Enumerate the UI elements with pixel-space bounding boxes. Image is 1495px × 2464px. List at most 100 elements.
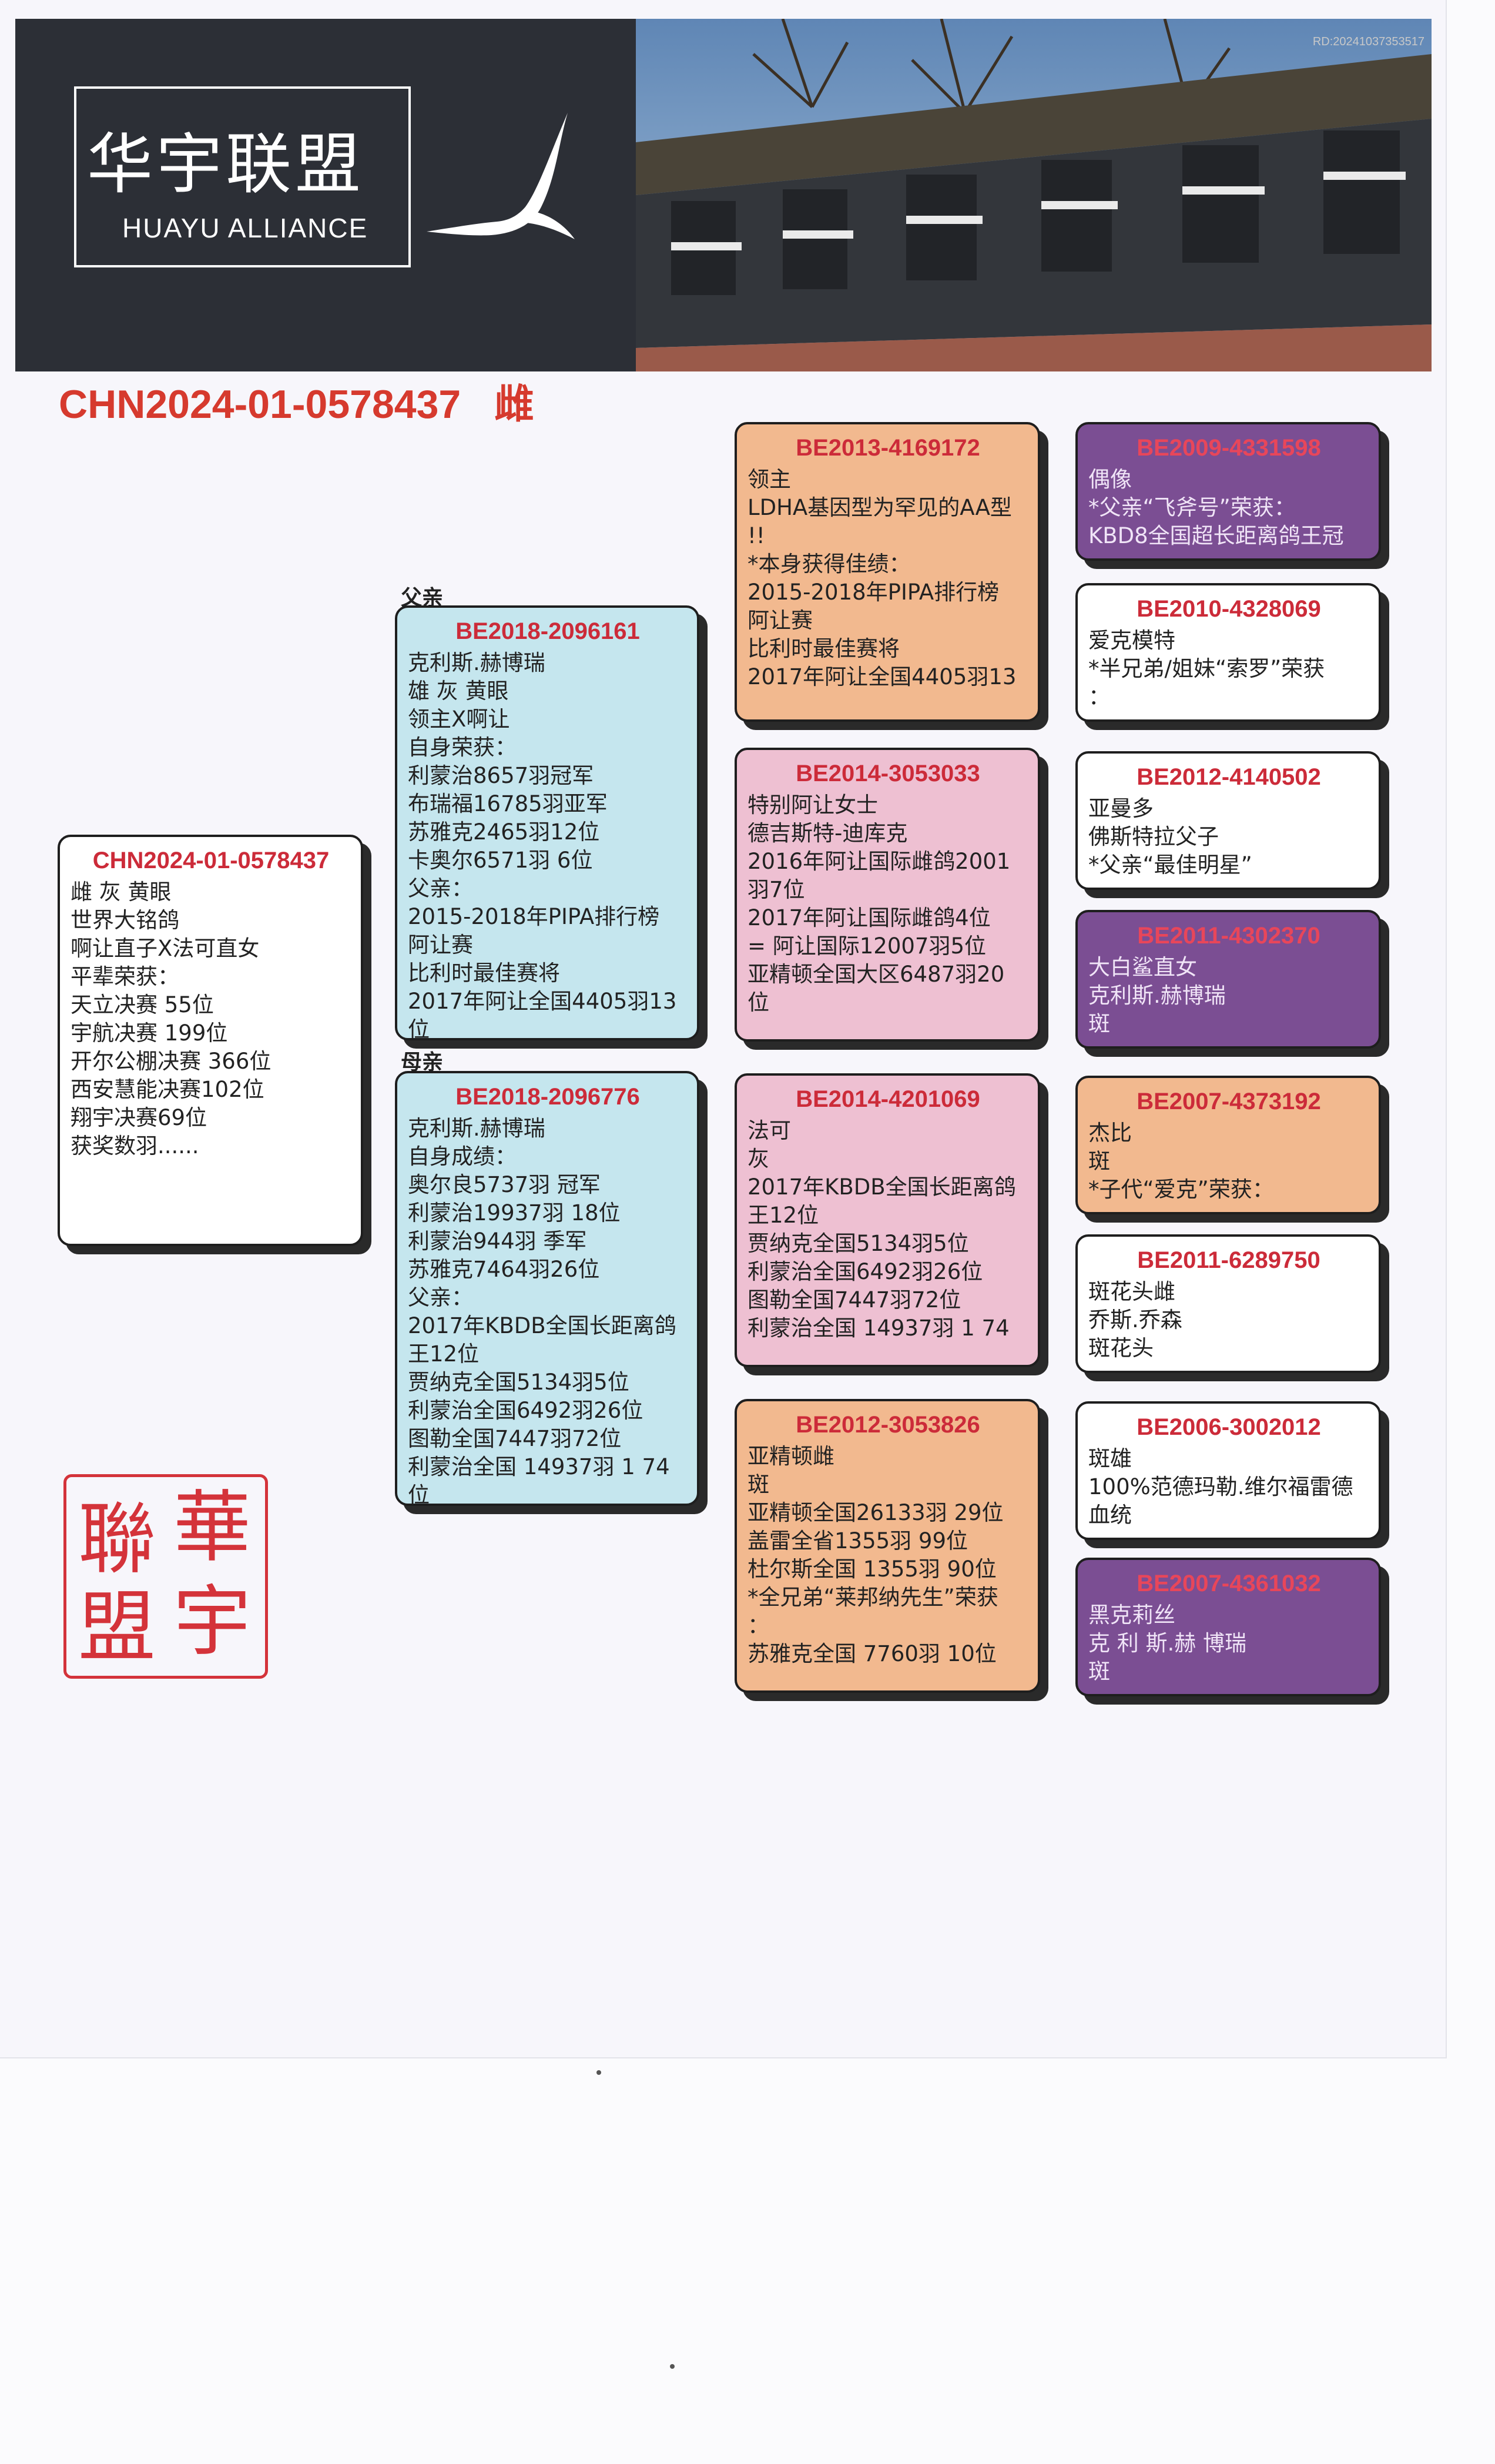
grandparent-card: BE2012-3053826 亚精顿雌 斑 亚精顿全国26133羽 29位 盖雷…: [735, 1399, 1040, 1693]
great-grandparent-id: BE2006-3002012: [1137, 1414, 1321, 1440]
great-grandparent-line: 黑克莉丝: [1088, 1602, 1175, 1628]
grandparent-line: 2015-2018年PIPA排行榜: [748, 580, 1000, 605]
grandparent-line: !!: [748, 523, 765, 548]
great-grandparent-line: 克 利 斯.赫 博瑞: [1088, 1631, 1247, 1656]
grandparent-line: 法可: [748, 1118, 791, 1143]
great-grandparent-line: 偶像: [1088, 467, 1132, 492]
mother-line: 贾纳克全国5134羽5位: [408, 1370, 629, 1395]
subject-line: 雌 灰 黄眼: [71, 879, 172, 905]
grandparent-line: 阿让赛: [748, 608, 813, 633]
grandparent-id: BE2014-4201069: [796, 1086, 980, 1112]
great-grandparent-id: BE2007-4361032: [1137, 1571, 1321, 1596]
red-seal-stamp: 華 宇 聯 盟: [63, 1474, 268, 1679]
great-grandparent-card: BE2011-6289750 斑花头雌 乔斯.乔森 斑花头: [1075, 1234, 1381, 1373]
grandparent-line: 利蒙治全国6492羽26位: [748, 1259, 983, 1284]
logo-box: 华宇联盟 HUAYU ALLIANCE: [74, 86, 411, 267]
grandparent-line: = 阿让国际12007羽5位: [748, 933, 987, 959]
grandparent-line: 2017年阿让国际雌鸽4位: [748, 905, 991, 930]
great-grandparent-id: BE2007-4373192: [1137, 1089, 1321, 1114]
great-grandparent-line: 斑: [1088, 1011, 1110, 1036]
father-line: 布瑞福16785羽亚军: [408, 791, 608, 816]
loft-photo-image: [636, 19, 1432, 371]
great-grandparent-id: BE2009-4331598: [1137, 435, 1321, 461]
grandparent-line: 亚精顿全国大区6487羽20: [748, 962, 1005, 987]
father-line: 领主X啊让: [408, 707, 510, 732]
great-grandparent-line: 乔斯.乔森: [1088, 1307, 1182, 1333]
great-grandparent-line: 亚曼多: [1088, 796, 1154, 821]
grandparent-line: 苏雅克全国 7760羽 10位: [748, 1641, 997, 1666]
great-grandparent-line: 斑花头: [1088, 1335, 1154, 1361]
great-grandparent-id: BE2010-4328069: [1137, 596, 1321, 622]
subject-line: 西安慧能决赛102位: [71, 1077, 264, 1102]
mother-line: 利蒙治全国6492羽26位: [408, 1398, 643, 1423]
mother-line: 利蒙治全国 14937羽 1 74: [408, 1454, 670, 1479]
subject-line: 啊让直子X法可直女: [71, 936, 260, 961]
grandparent-line: 羽7位: [748, 877, 805, 902]
grandparent-line: 图勒全国7447羽72位: [748, 1287, 961, 1313]
subject-line: 宇航决赛 199位: [71, 1020, 228, 1046]
seal-char: 華: [173, 1482, 251, 1573]
seal-char: 宇: [173, 1576, 251, 1667]
great-grandparent-id: BE2011-6289750: [1137, 1247, 1320, 1273]
grandparent-line: ：: [748, 1613, 769, 1638]
father-line: 利蒙治8657羽冠军: [408, 763, 594, 788]
grandparent-card: BE2014-4201069 法可 灰 2017年KBDB全国长距离鸽 王12位…: [735, 1073, 1040, 1367]
subject-id: CHN2024-01-0578437: [92, 848, 330, 873]
grandparent-line: *全兄弟“莱邦纳先生”荣获: [748, 1585, 998, 1610]
mother-label: 母亲: [401, 1050, 444, 1074]
grandparent-line: 灰: [748, 1146, 769, 1171]
grandparent-line: 王12位: [748, 1203, 819, 1228]
photo-id-text: RD:20241037353517: [1312, 35, 1424, 48]
father-line: 克利斯.赫博瑞: [408, 650, 545, 675]
grandparent-line: 比利时最佳赛将: [748, 636, 900, 661]
subject-line: 翔宇决赛69位: [71, 1105, 207, 1130]
grandparent-line: 德吉斯特-迪库克: [748, 821, 908, 846]
subject-line: 天立决赛 55位: [71, 992, 214, 1017]
father-line: 阿让赛: [408, 932, 473, 958]
grandparent-id: BE2014-3053033: [796, 761, 980, 786]
mother-card: BE2018-2096776 克利斯.赫博瑞 自身成绩： 奥尔良5737羽 冠军…: [395, 1071, 699, 1506]
grandparent-line: 亚精顿雌: [748, 1444, 834, 1469]
mother-line: 父亲：: [408, 1285, 473, 1310]
great-grandparent-id: BE2011-4302370: [1137, 923, 1320, 949]
great-grandparent-card: BE2012-4140502 亚曼多 佛斯特拉父子 *父亲“最佳明星”: [1075, 751, 1381, 890]
great-grandparent-line: 斑花头雌: [1088, 1279, 1175, 1304]
father-line: 2015-2018年PIPA排行榜: [408, 904, 660, 929]
mother-line: 克利斯.赫博瑞: [408, 1116, 545, 1141]
scan-speck: [596, 2070, 601, 2075]
grandparent-line: 2016年阿让国际雌鸽2001: [748, 849, 1011, 874]
mother-id: BE2018-2096776: [455, 1084, 640, 1110]
great-grandparent-card: BE2009-4331598 偶像 *父亲“飞斧号”荣获： KBD8全国超长距离…: [1075, 422, 1381, 561]
grandparent-line: 斑: [748, 1472, 769, 1497]
seal-char: 聯: [78, 1494, 156, 1585]
great-grandparent-card: BE2007-4361032 黑克莉丝 克 利 斯.赫 博瑞 斑: [1075, 1558, 1381, 1696]
father-line: 比利时最佳赛将: [408, 960, 560, 986]
great-grandparent-line: 大白鲨直女: [1088, 955, 1197, 980]
great-grandparent-line: 爱克模特: [1088, 628, 1175, 653]
father-card: BE2018-2096161 克利斯.赫博瑞 雄 灰 黄眼 领主X啊让 自身荣获…: [395, 605, 699, 1040]
great-grandparent-line: *父亲“飞斧号”荣获：: [1088, 495, 1296, 520]
grandparent-line: *本身获得佳绩：: [748, 551, 911, 577]
great-grandparent-line: 佛斯特拉父子: [1088, 824, 1219, 849]
logo-en-text: HUAYU ALLIANCE: [122, 213, 368, 243]
great-grandparent-line: ：: [1088, 684, 1110, 709]
great-grandparent-line: *半兄弟/姐妹“索罗”荣获: [1088, 656, 1325, 681]
scan-speck: [670, 2364, 675, 2369]
father-line: 父亲：: [408, 876, 473, 901]
grandparent-line: LDHA基因型为罕见的AA型: [748, 495, 1012, 520]
mother-line: 奥尔良5737羽 冠军: [408, 1172, 601, 1197]
father-line: 自身荣获：: [408, 735, 517, 760]
great-grandparent-line: *子代“爱克”荣获：: [1088, 1177, 1274, 1202]
grandparent-id: BE2012-3053826: [796, 1412, 980, 1438]
great-grandparent-line: 斑雄: [1088, 1446, 1132, 1471]
seal-char: 盟: [78, 1582, 156, 1673]
seabird-logo-icon: [427, 113, 575, 239]
grandparent-line: 2017年阿让全国4405羽13: [748, 664, 1017, 689]
mother-line: 2017年KBDB全国长距离鸽: [408, 1313, 676, 1338]
mother-line: 利蒙治19937羽 18位: [408, 1200, 621, 1226]
father-id: BE2018-2096161: [455, 618, 640, 644]
mother-line: 图勒全国7447羽72位: [408, 1426, 622, 1451]
great-grandparent-card: BE2006-3002012 斑雄 100%范德玛勒.维尔福雷德 血统: [1075, 1401, 1381, 1540]
subject-line: 平辈荣获：: [71, 964, 179, 989]
header-banner: 华宇联盟 HUAYU ALLIANCE: [15, 19, 1432, 371]
